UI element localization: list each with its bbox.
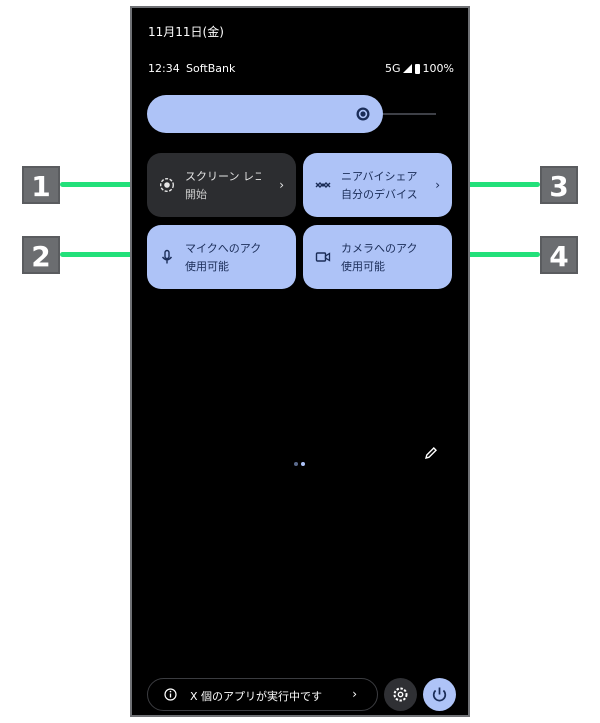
tile-title: ニアバイシェア [341,170,417,183]
running-apps-label: X 個のアプリが実行中です [190,690,323,703]
tile-subtitle: 自分のデバイス [341,188,417,201]
callout-2: 2 [22,236,60,274]
power-icon [432,687,447,702]
running-apps-button[interactable]: X 個のアプリが実行中です › [147,678,378,711]
brightness-track[interactable] [383,113,436,115]
gear-icon [393,687,408,702]
callout-3: 3 [540,166,578,204]
edit-icon[interactable] [424,446,438,460]
battery-icon [414,63,420,74]
callout-1: 1 [22,166,60,204]
date-label: 11月11日(金) [148,25,224,39]
tile-title: マイクへのアクセ [185,242,261,255]
signal-icon [402,64,412,73]
chevron-right-icon: › [279,178,284,192]
brightness-icon [356,107,370,121]
tile-subtitle: 使用可能 [341,260,385,273]
clock: 12:34 [148,62,180,75]
chevron-right-icon: › [435,178,440,192]
page-indicator [294,451,308,470]
status-icons: 5G 100% [385,62,454,75]
page-dot-active [301,462,305,466]
tile-nearby-share[interactable]: ニアバイシェア 自分のデバイス › [303,153,452,217]
tile-screen-record[interactable]: スクリーン レコ 開始 › [147,153,296,217]
tile-subtitle: 使用可能 [185,260,229,273]
chevron-right-icon: › [352,687,357,701]
callout-line-3 [448,182,540,187]
callout-line-1 [60,182,150,187]
tile-subtitle: 開始 [185,188,207,201]
microphone-icon [161,249,173,264]
info-icon [164,688,177,701]
screen-record-icon [159,177,175,193]
phone-screen: 11月11日(金) 12:34 SoftBank 5G 100% スクリーン レ… [130,6,470,717]
tile-title: カメラへのアクセ [341,242,417,255]
callout-4: 4 [540,236,578,274]
tile-title: スクリーン レコ [185,170,261,183]
brightness-slider[interactable] [147,95,383,133]
tile-camera-access[interactable]: カメラへのアクセ 使用可能 [303,225,452,289]
callout-line-2 [60,252,150,257]
network-label: 5G [385,62,401,75]
settings-button[interactable] [384,678,417,711]
status-bar: 12:34 SoftBank 5G 100% [148,62,454,78]
callout-line-4 [448,252,540,257]
tile-microphone-access[interactable]: マイクへのアクセ 使用可能 [147,225,296,289]
camera-icon [315,252,331,262]
page-dot [294,462,298,466]
power-button[interactable] [423,678,456,711]
carrier-label: SoftBank [186,62,236,75]
battery-percent: 100% [422,62,454,75]
nearby-share-icon [315,182,331,188]
